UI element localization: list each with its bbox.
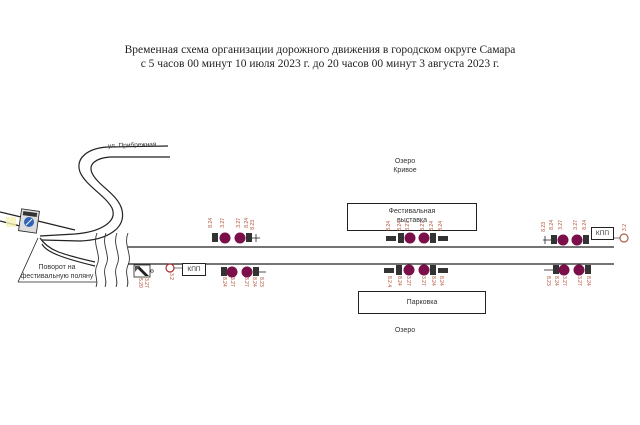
sign-code: 8.24 (396, 276, 402, 286)
sign-code: 3.27 (243, 277, 249, 287)
barrier-group-3-north (543, 234, 589, 246)
sign-code: 3.2 (622, 224, 628, 231)
sign-code: 3.27 (229, 277, 235, 287)
sign-code: 8.24 (430, 276, 436, 286)
festival-label-line1: Фестивальная (388, 208, 436, 215)
sign-code: 8.2.4 (386, 276, 392, 288)
lake-north-label: Озеро Кривое (380, 157, 430, 175)
sign-code: 8.24 (585, 276, 591, 286)
sign-code: 3.2 (168, 273, 174, 280)
checkpoint-left: КПП (182, 263, 206, 276)
sign-code: 3.27 (236, 218, 242, 228)
sign-code: 8.24 (438, 276, 444, 286)
street-label: ул. Прибрежная (107, 141, 157, 150)
sign-code: 8.24 (582, 220, 588, 230)
sign-code: 3.27 (420, 276, 426, 286)
sign-code: 8.24 (251, 277, 257, 287)
sign-code: 8.24 (553, 276, 559, 286)
winding-road (0, 145, 170, 267)
no-entry-sign-icon (614, 233, 629, 243)
mandatory-sign-icon (6, 208, 40, 234)
barrier-group-1-north (212, 232, 260, 244)
turn-label-line1: Поворот на (38, 264, 76, 271)
road-closed-sign-icon (133, 264, 154, 278)
scheme-title: Временная схема организации дорожного дв… (124, 44, 516, 56)
checkpoint-right: КПП (591, 227, 614, 240)
sign-code: 8.24 (438, 221, 444, 231)
sign-code: 8.24 (397, 221, 403, 231)
sign-code: 3.27 (573, 220, 579, 230)
sign-code: 3.27 (558, 220, 564, 230)
turn-label: Поворот на фестивальную поляну (18, 263, 96, 281)
sign-code: 8.23 (258, 277, 264, 287)
lake-name-line2: Кривое (393, 167, 417, 174)
sign-code: 3.27 (143, 278, 149, 288)
turn-label-line2: фестивальную поляну (20, 273, 94, 280)
sign-code: 3.27 (561, 276, 567, 286)
sign-code: 8.24 (549, 220, 555, 230)
barrier-group-3-south (544, 264, 591, 276)
sign-code: 3.27 (405, 276, 411, 286)
sign-code: 8.24 (221, 277, 227, 287)
wavy-lines (95, 232, 130, 288)
festival-label-line2: выставка (396, 217, 428, 224)
sign-code: 8.24 (386, 221, 392, 231)
sign-code: 3.27 (420, 221, 426, 231)
lake-name-line1: Озеро (394, 158, 416, 165)
sign-code: 8.23 (541, 222, 547, 232)
scheme-period: с 5 часов 00 минут 10 июля 2023 г. до 20… (140, 58, 500, 70)
festival-exhibition-area: Фестивальная выставка (347, 203, 477, 231)
sign-code: 3.27 (405, 221, 411, 231)
sign-code: 8.24 (208, 218, 214, 228)
sign-code: 5.20 (137, 278, 143, 288)
barrier-group-1-south (221, 266, 266, 278)
sign-code: 8.23 (545, 276, 551, 286)
parking-area: Парковка (358, 291, 486, 314)
no-entry-sign-icon (165, 263, 182, 273)
sign-code: 3.27 (220, 218, 226, 228)
sign-code: 8.24 (429, 221, 435, 231)
lake-south-label: Озеро (394, 327, 416, 334)
barrier-group-2-north (386, 232, 448, 244)
sign-code: 8.23 (250, 220, 256, 230)
barrier-group-2-south (384, 264, 448, 276)
sign-code: 3.27 (576, 276, 582, 286)
